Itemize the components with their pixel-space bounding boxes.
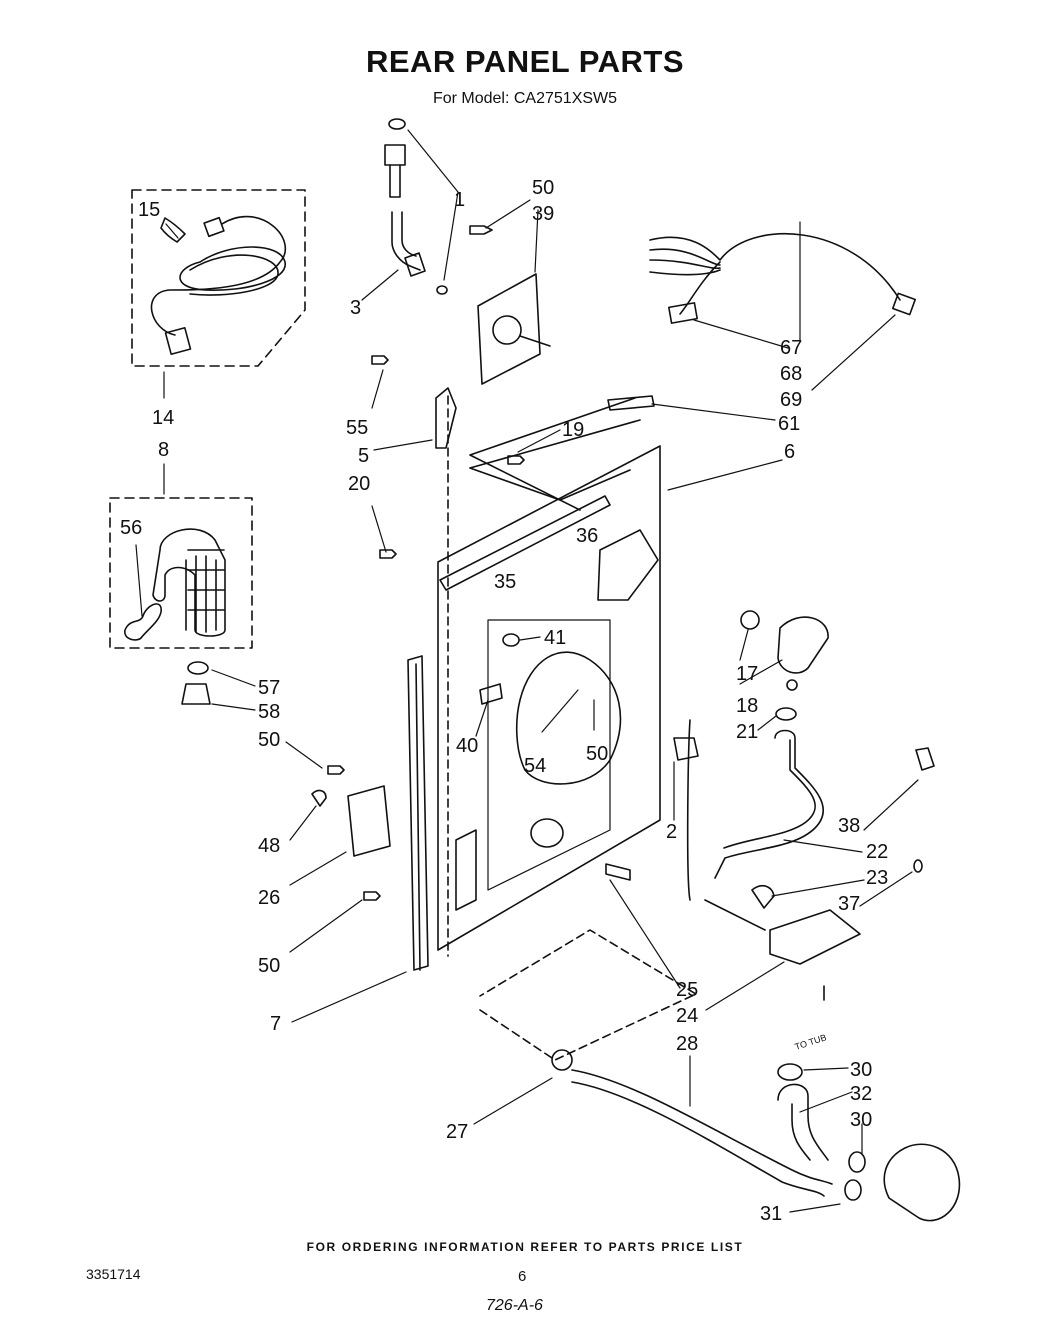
callout-30-bottom: 30 [850,1109,872,1131]
callout-50-top: 50 [532,177,554,199]
callout-41: 41 [544,627,566,649]
callout-39: 39 [532,203,554,225]
callout-2: 2 [666,821,677,843]
side-rail-part [407,655,429,971]
right-hose-assembly [686,610,861,965]
callout-32: 32 [850,1083,872,1105]
callout-8: 8 [158,439,169,461]
callout-27: 27 [446,1121,468,1143]
callout-26: 26 [258,887,280,909]
callout-55: 55 [346,417,368,439]
page-number: 6 [518,1268,527,1285]
callout-28: 28 [676,1033,698,1055]
callout-18: 18 [736,695,758,717]
leader-lines [135,129,919,1213]
callout-57: 57 [258,677,280,699]
callout-1: 1 [454,189,465,211]
callout-20: 20 [348,473,370,495]
callout-24: 24 [676,1005,698,1027]
callout-69: 69 [780,389,802,411]
callout-38: 38 [838,815,860,837]
callout-56: 56 [120,517,142,539]
callout-67: 67 [780,337,802,359]
inlet-hose-part [384,118,448,295]
callout-31: 31 [760,1203,782,1225]
callout-61: 61 [778,413,800,435]
model-subtitle: For Model: CA2751XSW5 [432,90,618,107]
power-cord-group [131,189,306,367]
callout-48: 48 [258,835,280,857]
callout-50-bottom: 50 [258,955,280,977]
drain-hose-group [109,497,253,649]
callout-6: 6 [784,441,795,463]
cover-plate-part [469,225,551,385]
callout-50-left: 50 [258,729,280,751]
drain-pump-assembly [479,929,961,1222]
callout-35: 35 [494,571,516,593]
callout-5: 5 [358,445,369,467]
callout-37: 37 [838,893,860,915]
page-title: REAR PANEL PARTS [365,44,685,79]
callout-7: 7 [270,1013,281,1035]
callout-14: 14 [152,407,174,429]
to-tub-annotation: TO TUB [794,1032,828,1052]
callout-50-center: 50 [586,743,608,765]
callout-17: 17 [736,663,758,685]
callout-labels: 1 50 39 15 3 67 68 69 14 55 61 8 5 19 6 … [120,177,888,1225]
callout-68: 68 [780,363,802,385]
wiring-harness-part [607,233,916,411]
small-parts [181,355,935,1001]
rear-panel-part [437,395,661,957]
callout-58: 58 [258,701,280,723]
callout-30-top: 30 [850,1059,872,1081]
callout-22: 22 [866,841,888,863]
callout-3: 3 [350,297,361,319]
callout-15: 15 [138,199,160,221]
ordering-footer: FOR ORDERING INFORMATION REFER TO PARTS … [306,1240,744,1254]
callout-40: 40 [456,735,478,757]
callout-36: 36 [576,525,598,547]
callout-54: 54 [524,755,546,777]
document-number: 3351714 [86,1266,141,1282]
callout-21: 21 [736,721,758,743]
callout-25: 25 [676,979,698,1001]
callout-23: 23 [866,867,888,889]
callout-19: 19 [562,419,584,441]
handwritten-code: 726-A-6 [486,1297,543,1314]
